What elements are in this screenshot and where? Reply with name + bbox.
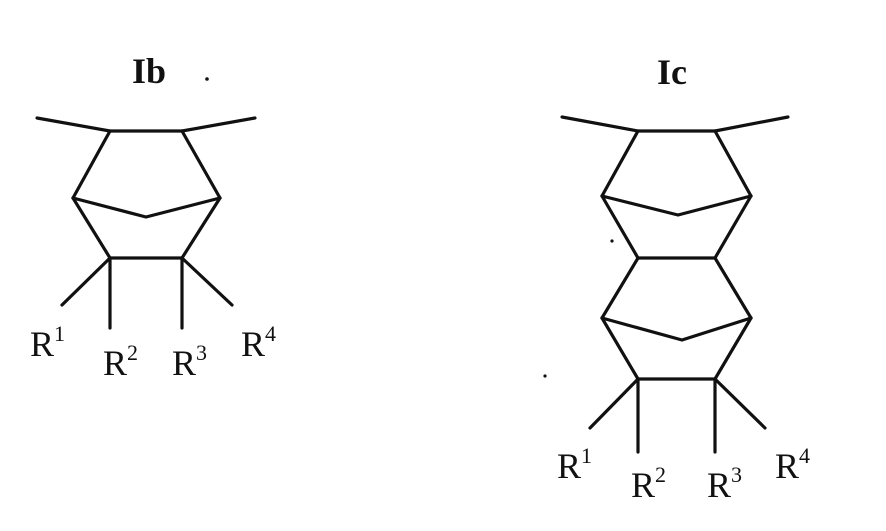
- bond: [182, 118, 255, 131]
- substituent-bond-r4: [715, 379, 765, 428]
- bond: [602, 131, 638, 196]
- structure-ib-bonds: [37, 118, 255, 328]
- structure-ic-title: Ic: [657, 52, 687, 92]
- label-r1: R1: [30, 321, 65, 364]
- structure-ib: Ib R1 R2 R3 R4: [30, 51, 276, 383]
- bond: [37, 118, 110, 131]
- bridge-bond: [73, 198, 220, 217]
- bond: [73, 131, 110, 198]
- bond: [715, 131, 751, 196]
- substituent-bond-r1: [590, 379, 638, 428]
- label-r2: R2: [103, 340, 138, 383]
- bond: [715, 117, 788, 131]
- bridge-bond: [602, 318, 751, 340]
- label-r3: R3: [707, 462, 742, 505]
- bond: [715, 258, 751, 318]
- label-r1: R1: [557, 443, 592, 486]
- stray-dot: [205, 77, 209, 81]
- bond: [562, 117, 638, 131]
- stray-dot: [610, 239, 613, 242]
- bridge-bond: [602, 196, 751, 215]
- label-r3: R3: [172, 340, 207, 383]
- substituent-bond-r4: [182, 258, 232, 305]
- label-r4: R4: [241, 321, 276, 364]
- substituent-bond-r1: [62, 258, 110, 305]
- structure-ic: Ic: [543, 52, 810, 505]
- structure-ic-bonds: [562, 117, 788, 452]
- bond: [602, 258, 638, 318]
- bond: [602, 196, 638, 258]
- stray-dot: [543, 374, 546, 377]
- bond: [182, 131, 220, 198]
- label-r4: R4: [775, 443, 810, 486]
- structure-ib-title: Ib: [132, 51, 166, 91]
- label-r2: R2: [631, 462, 666, 505]
